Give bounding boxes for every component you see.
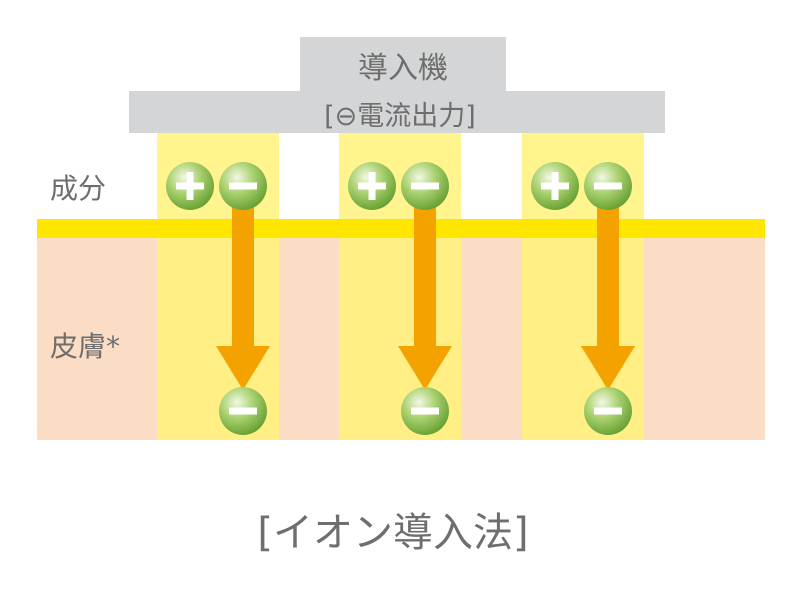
ions-layer (166, 162, 632, 435)
arrow-down-icon (581, 198, 635, 390)
skin-surface-line (37, 219, 765, 238)
minus-ion-icon (401, 387, 449, 435)
caption: [イオン導入法] (257, 510, 528, 556)
skin-label: 皮膚* (50, 330, 120, 363)
arrow-down-icon (398, 198, 452, 390)
minus-ion-icon (401, 162, 449, 210)
arrows-layer (216, 198, 635, 390)
minus-ion-icon (584, 162, 632, 210)
plus-ion-icon (166, 162, 214, 210)
plus-ion-icon (348, 162, 396, 210)
ingredient-label: 成分 (50, 172, 106, 205)
minus-ion-icon (219, 387, 267, 435)
device-name: 導入機 (358, 51, 448, 86)
minus-ion-icon (219, 162, 267, 210)
arrow-down-icon (216, 198, 270, 390)
minus-ion-icon (584, 387, 632, 435)
device-box (129, 37, 665, 133)
device-output-label: [⊖電流出力] (324, 101, 476, 132)
plus-ion-icon (531, 162, 579, 210)
